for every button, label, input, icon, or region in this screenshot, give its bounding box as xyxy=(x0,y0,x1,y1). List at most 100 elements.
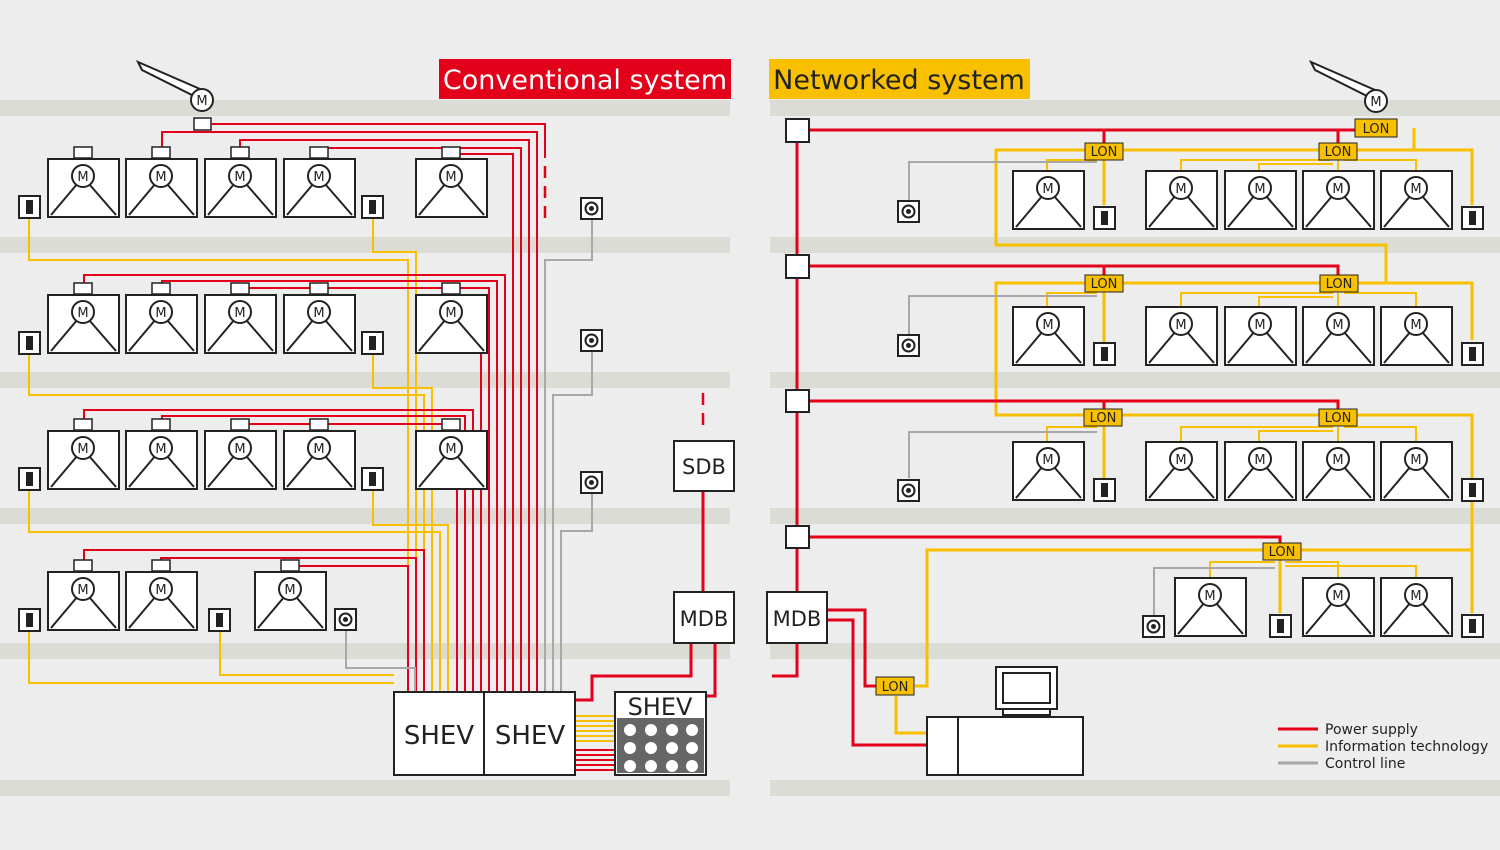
shev-label: SHEV xyxy=(628,693,693,721)
motor-label: M xyxy=(445,170,456,185)
manual-call-point xyxy=(361,195,384,219)
lon-tags: LON LON LON LON LON LON LON LON LON xyxy=(875,118,1398,696)
smoke-detector xyxy=(897,200,920,223)
smoke-vent-window: M xyxy=(1145,441,1218,501)
smoke-vent-window: M xyxy=(47,418,120,490)
legend: Power supply Information technology Cont… xyxy=(1278,722,1488,772)
lon-tag: LON xyxy=(1318,142,1358,161)
smoke-vent-window: M xyxy=(1224,441,1297,501)
smoke-vent-window: M xyxy=(1302,441,1375,501)
manual-call-point xyxy=(1461,206,1484,230)
shev-unit-1: SHEV xyxy=(393,691,485,776)
motor-label: M xyxy=(313,442,324,457)
control-computer xyxy=(926,666,1084,776)
smoke-detectors xyxy=(334,197,1165,638)
lon-tag: LON xyxy=(1084,274,1124,293)
smoke-vent-window: M xyxy=(204,146,277,218)
lon-label: LON xyxy=(1090,411,1117,426)
smoke-detector xyxy=(897,334,920,357)
motor-label: M xyxy=(1204,589,1215,604)
smoke-vent-window: M xyxy=(1302,306,1375,366)
lon-label: LON xyxy=(882,680,909,695)
lon-label: LON xyxy=(1325,411,1352,426)
lon-label: LON xyxy=(1363,122,1390,137)
smoke-detector xyxy=(580,471,603,494)
smoke-vent-window: M xyxy=(1145,170,1218,230)
smoke-vent-window: M xyxy=(1224,306,1297,366)
smoke-vent-window: M xyxy=(1380,170,1453,230)
smoke-vent-window: M xyxy=(415,282,488,354)
smoke-vent-window: M xyxy=(47,146,120,218)
motor-label: M xyxy=(77,306,88,321)
roof-hatch-left: M xyxy=(135,59,214,131)
motor-label: M xyxy=(1410,182,1421,197)
lon-tag: LON xyxy=(1083,408,1123,427)
title-networked: Networked system xyxy=(769,59,1030,99)
motor-label: M xyxy=(1042,182,1053,197)
motor-label: M xyxy=(1175,453,1186,468)
smoke-vent-window: M xyxy=(125,559,198,631)
manual-call-point xyxy=(1269,614,1292,638)
smoke-detector xyxy=(580,197,603,220)
smoke-detector xyxy=(580,329,603,352)
smoke-vent-window: M xyxy=(1145,306,1218,366)
motor-label: M xyxy=(155,306,166,321)
shev-label: SHEV xyxy=(404,721,474,751)
smoke-vent-window: M xyxy=(1380,306,1453,366)
title-networked-text: Networked system xyxy=(773,65,1025,96)
smoke-vent-window: M xyxy=(1012,170,1085,230)
smoke-vent-window: M xyxy=(283,418,356,490)
sdb-label: SDB xyxy=(682,455,726,479)
shev-label: SHEV xyxy=(495,721,565,751)
mdb-box-conventional: MDB xyxy=(673,591,735,644)
smoke-detector xyxy=(334,608,357,631)
sdb-box: SDB xyxy=(673,440,735,492)
shev-keypad-unit: SHEV xyxy=(614,691,707,776)
smoke-vent-window: M xyxy=(283,282,356,354)
motor-label: M xyxy=(1254,453,1265,468)
manual-call-point xyxy=(1461,342,1484,366)
motor-label: M xyxy=(1175,318,1186,333)
lon-tag: LON xyxy=(1319,274,1359,293)
smoke-vent-window: M xyxy=(1302,577,1375,637)
cable-bundle xyxy=(576,715,614,771)
motor-label: M xyxy=(155,583,166,598)
smoke-vent-window: M xyxy=(47,282,120,354)
manual-call-point xyxy=(1093,342,1116,366)
motor-label: M xyxy=(1332,453,1343,468)
motor-label: M xyxy=(1042,318,1053,333)
smoke-vent-window: M xyxy=(125,418,198,490)
smoke-vent-window: M xyxy=(1012,306,1085,366)
lon-label: LON xyxy=(1091,277,1118,292)
smoke-vent-window: M xyxy=(415,146,488,218)
conventional-control-lines xyxy=(345,220,593,692)
smoke-vent-window: M xyxy=(1174,577,1247,637)
motor-label: M xyxy=(445,442,456,457)
motor-label: M xyxy=(234,442,245,457)
motor-label: M xyxy=(1332,182,1343,197)
motor-label: M xyxy=(234,170,245,185)
conventional-power-dashes xyxy=(543,166,705,425)
motor-label: M xyxy=(313,306,324,321)
motor-label: M xyxy=(1410,589,1421,604)
motor-label: M xyxy=(1370,95,1381,110)
conventional-it-lines xyxy=(28,218,449,692)
networked-distribution-boxes xyxy=(785,118,810,549)
smoke-vent-window: M xyxy=(254,559,327,631)
legend-control: Control line xyxy=(1325,756,1405,772)
manual-call-point xyxy=(1093,478,1116,502)
networked-it-lines xyxy=(894,128,1474,735)
motor-label: M xyxy=(284,583,295,598)
motor-label: M xyxy=(1042,453,1053,468)
smoke-vent-window: M xyxy=(1380,441,1453,501)
lon-label: LON xyxy=(1326,277,1353,292)
lon-label: LON xyxy=(1325,145,1352,160)
motor-label: M xyxy=(1332,589,1343,604)
motor-label: M xyxy=(77,170,88,185)
motor-label: M xyxy=(1254,182,1265,197)
motor-label: M xyxy=(1175,182,1186,197)
motor-label: M xyxy=(313,170,324,185)
legend-power: Power supply xyxy=(1325,722,1418,738)
